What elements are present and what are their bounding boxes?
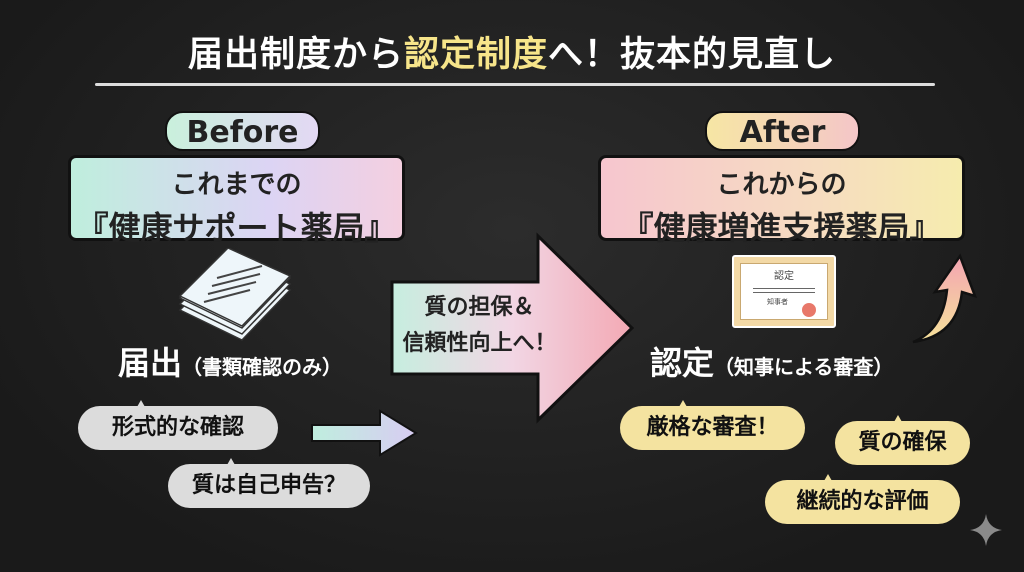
title-part1: 届出制度から — [187, 35, 404, 75]
middle-line1: 質の担保＆ — [424, 295, 535, 320]
after-label-note: （知事による審査） — [714, 355, 894, 379]
middle-message: 質の担保＆ 信頼性向上へ！ — [392, 290, 567, 362]
title-part2: へ！抜本的見直し — [548, 35, 837, 75]
before-pharmacy-box: これまでの 『健康サポート薬局』 — [68, 155, 405, 247]
before-tag: Before — [165, 111, 320, 151]
before-bubble-2: 質は自己申告？ — [168, 458, 370, 508]
paper-stack-icon — [178, 248, 292, 341]
certificate-title: 認定 — [774, 271, 794, 282]
curved-up-arrow-icon — [912, 253, 978, 344]
middle-line2: 信頼性向上へ！ — [402, 331, 557, 356]
after-box-line1: これからの — [716, 170, 847, 200]
after-bubble-1: 厳格な審査！ — [620, 400, 805, 450]
before-bubble-1: 形式的な確認 — [78, 400, 278, 450]
before-label-main: 届出 — [118, 344, 183, 382]
after-bubble-2: 質の確保 — [835, 415, 970, 465]
seal-icon — [800, 301, 818, 319]
small-arrow-icon — [311, 409, 418, 457]
title-highlight: 認定制度 — [403, 35, 548, 75]
after-label: 認定（知事による審査） — [650, 338, 893, 384]
after-bubble-3: 継続的な評価 — [765, 474, 960, 524]
title-underline — [95, 83, 935, 86]
after-label-main: 認定 — [650, 344, 715, 382]
after-pharmacy-box: これからの 『健康増進支援薬局』 — [598, 155, 965, 247]
after-tag: After — [705, 111, 860, 151]
certificate-icon: 認定 知事者 — [732, 255, 836, 328]
before-box-line2: 『健康サポート薬局』 — [76, 209, 397, 247]
certificate-signer: 知事者 — [767, 298, 788, 306]
sparkle-icon — [970, 514, 1002, 546]
before-box-line1: これまでの — [171, 170, 302, 200]
before-label: 届出（書類確認のみ） — [118, 338, 342, 384]
page-title: 届出制度から認定制度へ！抜本的見直し — [0, 26, 1024, 77]
before-label-note: （書類確認のみ） — [182, 355, 343, 379]
big-arrow-icon — [390, 232, 635, 424]
after-box-line2: 『健康増進支援薬局』 — [621, 209, 942, 247]
